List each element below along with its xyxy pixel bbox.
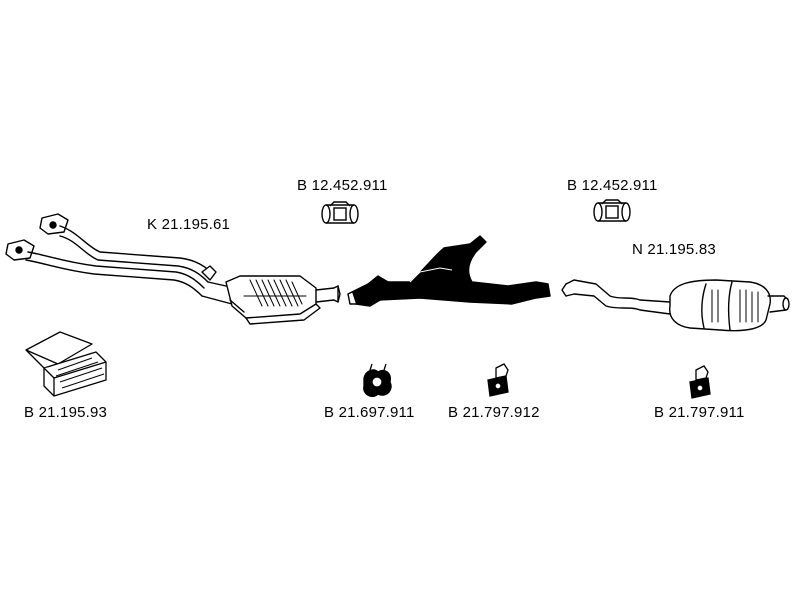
mounting-kit-box-icon — [25, 331, 107, 397]
catalytic-converter-body — [225, 275, 317, 319]
hanger-2-icon — [487, 363, 509, 397]
label-front-pipe-cat: K 21.195.61 — [147, 216, 231, 233]
hanger-3-icon — [689, 365, 711, 399]
center-y-pipe — [347, 235, 551, 307]
front-pipe-catalytic-converter — [5, 213, 341, 325]
label-hanger-1: B 21.697.911 — [324, 404, 415, 421]
label-rear-silencer: N 21.195.83 — [632, 241, 716, 258]
clamp-2-icon — [593, 199, 631, 222]
rear-silencer-body — [669, 279, 771, 332]
label-hanger-2: B 21.797.912 — [448, 404, 540, 421]
label-mounting-kit: B 21.195.93 — [24, 404, 108, 421]
rear-silencer — [561, 279, 790, 332]
label-hanger-3: B 21.797.911 — [654, 404, 745, 421]
hanger-1-icon — [363, 363, 392, 398]
label-clamp-1: B 12.452.911 — [297, 177, 388, 194]
clamp-1-icon — [321, 201, 359, 224]
label-clamp-2: B 12.452.911 — [567, 177, 658, 194]
